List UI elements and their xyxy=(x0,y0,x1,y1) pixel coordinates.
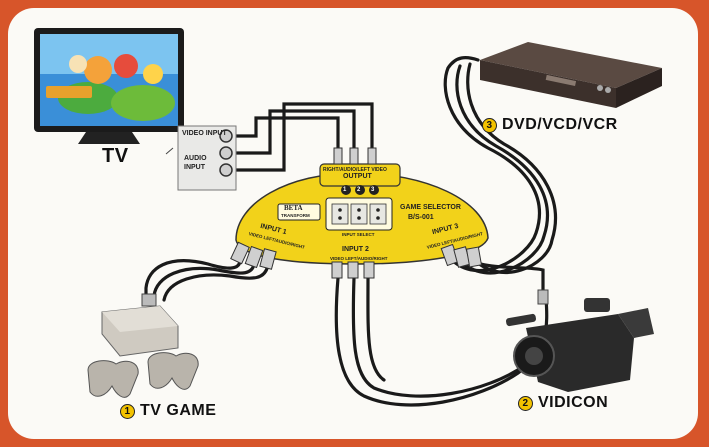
cable-dvd-2 xyxy=(455,64,549,275)
vidicon-label-text: VIDICON xyxy=(538,394,609,411)
input2-num: 2 xyxy=(364,246,369,253)
audio-input-label-1: AUDIO xyxy=(184,155,207,162)
video-jack xyxy=(219,129,233,143)
game-selector-box xyxy=(230,147,489,279)
input2-text: INPUT xyxy=(342,246,363,253)
tv-game-number-badge: 1 xyxy=(120,404,135,419)
output-label: OUTPUT xyxy=(343,173,372,180)
gamepad-2 xyxy=(147,352,199,390)
brand-badge xyxy=(277,203,321,221)
cable-cam-4 xyxy=(366,276,386,382)
model-line-2: B/S-001 xyxy=(408,214,434,221)
dvd-label-text: DVD/VCD/VCR xyxy=(502,116,618,133)
brand-bottom-label: TRANSFORM xyxy=(281,213,310,218)
tv-game-illustration xyxy=(87,293,199,398)
model-line-1: GAME SELECTOR xyxy=(400,204,461,211)
input2-label: INPUT 2 xyxy=(342,246,369,253)
cable-cam-3 xyxy=(351,276,526,398)
vidicon-number-badge: 2 xyxy=(518,396,533,411)
input-select-label: INPUT SELECT xyxy=(342,232,375,237)
camcorder-illustration xyxy=(506,289,654,392)
tv-game-label: 1 TV GAME xyxy=(120,402,216,420)
cable-output-video xyxy=(228,116,340,160)
brand-top-label: BETA xyxy=(284,204,303,212)
input2-strip: VIDEO LEFT/AUDIO/RIGHT xyxy=(330,256,388,261)
output-num-3: 3 xyxy=(371,187,375,193)
dvd-player-illustration xyxy=(480,42,662,108)
cables xyxy=(144,56,557,407)
dvd-label: 3 DVD/VCD/VCR xyxy=(482,116,618,134)
output-num-2: 2 xyxy=(357,187,361,193)
dvd-number-badge: 3 xyxy=(482,118,497,133)
cable-game-1 xyxy=(144,258,242,302)
cable-game-2 xyxy=(152,262,256,298)
video-input-label: VIDEO INPUT xyxy=(182,130,227,137)
tv-jack-panel xyxy=(165,125,237,191)
connection-diagram xyxy=(34,28,662,407)
gamepad-1 xyxy=(87,360,139,398)
audio-jack-r xyxy=(219,163,233,177)
audio-jack-l xyxy=(219,146,233,160)
tv-illustration xyxy=(34,28,184,144)
output-num-1: 1 xyxy=(343,187,347,193)
vidicon-label: 2 VIDICON xyxy=(518,394,608,412)
audio-input-label-2: INPUT xyxy=(184,164,205,171)
tv-label: TV xyxy=(102,145,129,167)
cable-game-3 xyxy=(162,262,270,302)
cable-output-audio-l xyxy=(228,109,356,160)
cable-output-audio-r xyxy=(228,102,374,172)
tv-stand xyxy=(78,132,140,144)
cable-dvd-1 xyxy=(443,56,542,273)
tv-game-label-text: TV GAME xyxy=(140,402,217,419)
output-strip-label: RIGHT/AUDIO/LEFT VIDEO xyxy=(323,167,387,173)
